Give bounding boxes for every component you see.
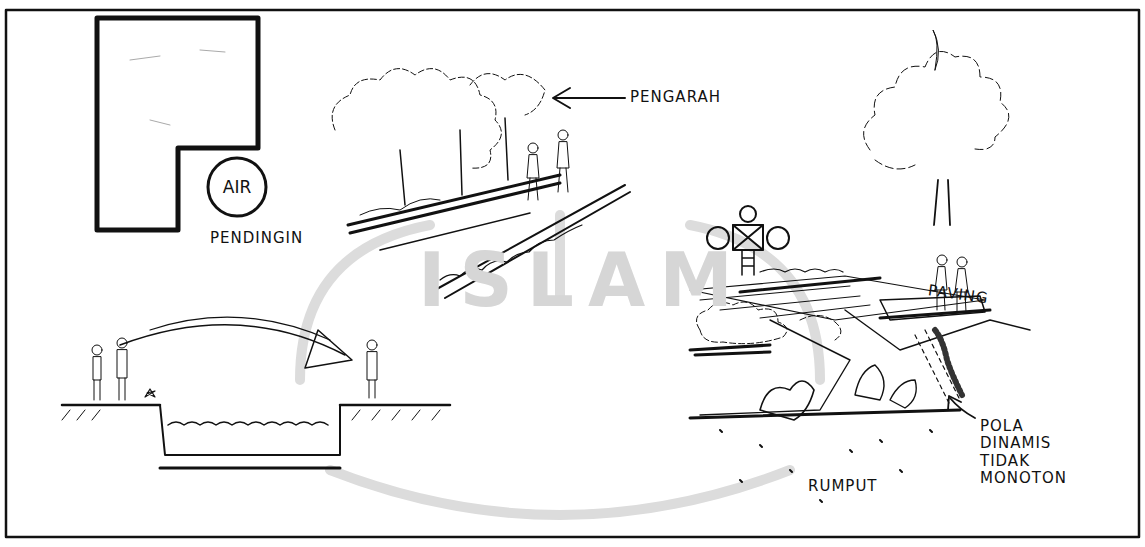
grass-label: RUMPUT (808, 478, 878, 495)
water-circle: AIR (206, 156, 268, 218)
pattern-note: POLA DINAMIS TIDAK MONOTON (980, 418, 1067, 487)
cooling-label: PENDINGIN (210, 230, 303, 247)
direction-label: PENGARAH (630, 89, 721, 106)
watermark: ISLAM (418, 238, 747, 323)
node-text: AIR (223, 177, 251, 197)
